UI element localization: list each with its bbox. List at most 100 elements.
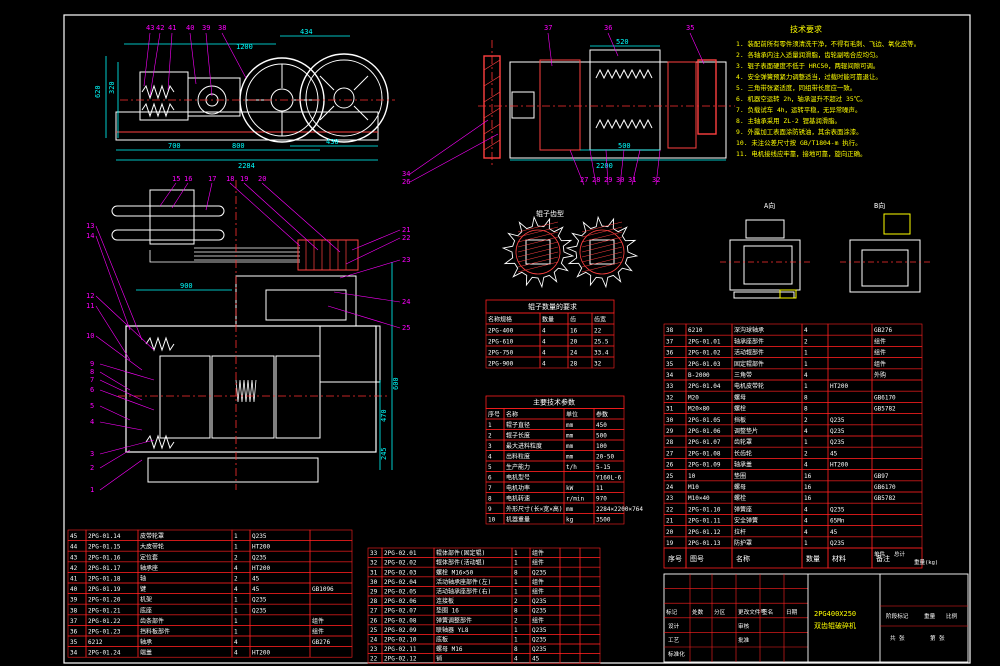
- table-cell-text: 100: [596, 443, 607, 450]
- part-balloon: 26: [402, 178, 410, 186]
- plan-roller-teeth: [235, 379, 257, 403]
- table-cell-text: 挡料板部件: [140, 628, 170, 636]
- table-cell-text: 7: [488, 485, 492, 492]
- table-cell-text: 组件: [532, 549, 544, 557]
- side-teeth-bottom: [595, 118, 653, 130]
- bom-cell-text: 6210: [688, 327, 703, 334]
- gear-teeth: [565, 215, 639, 289]
- part-balloon: 40: [186, 24, 194, 32]
- front-dim-1200: 1200: [236, 43, 253, 51]
- part-balloon: 22: [402, 234, 410, 242]
- table-cell-text: 45: [532, 656, 540, 663]
- table-cell-text: 名称规格: [488, 316, 512, 324]
- part-balloon: 18: [226, 175, 234, 183]
- table-cell-text: 组件: [532, 588, 544, 596]
- part-balloon: 28: [592, 176, 600, 184]
- table-cell-text: 2PG-01.14: [88, 533, 121, 540]
- bom-cell-text: M10×40: [688, 495, 710, 502]
- leader-line: [607, 32, 619, 57]
- leader-line: [333, 291, 401, 303]
- tech-note-line: 6. 机器空运转 2h，轴承温升不超过 35℃。: [736, 94, 867, 103]
- table-cell-text: 22: [370, 656, 378, 663]
- part-balloon: 1: [90, 486, 94, 494]
- bom-cell-text: 4: [804, 428, 808, 435]
- table-cell: [579, 653, 601, 664]
- tech-note-line: 5. 三角带张紧适度，同组带长度应一致。: [736, 83, 856, 92]
- bom-cell-text: 16: [804, 495, 812, 502]
- table-cell-text: kg: [566, 517, 574, 524]
- part-balloon: 36: [604, 24, 612, 32]
- table-cell-text: 33: [370, 550, 378, 557]
- table-cell-text: 4: [542, 361, 546, 368]
- table-cell-text: 3: [488, 443, 492, 450]
- table-cell-text: Q235: [532, 608, 547, 615]
- part-balloon: 24: [402, 298, 410, 306]
- bom-header-extra: 总计: [894, 550, 906, 558]
- bom-header-text: 备注: [876, 554, 890, 563]
- table-cell-text: 2PG-750: [488, 350, 514, 357]
- leader-line: [95, 335, 143, 371]
- title-label: 设计: [668, 622, 680, 630]
- table-cell-text: 垫圈 16: [436, 607, 459, 615]
- part-balloon: 37: [544, 24, 552, 32]
- bom-header-text: 名称: [736, 554, 750, 563]
- bom-cell-text: 31: [666, 406, 674, 413]
- bom-cell-text: 32: [666, 394, 674, 401]
- table-cell: [593, 513, 625, 525]
- table-cell-text: 单位: [566, 411, 578, 419]
- table-cell-text: 41: [70, 576, 78, 583]
- table-cell-text: 2PG-01.17: [88, 565, 121, 572]
- bom-cell-text: 29: [666, 428, 674, 435]
- table-cell-text: 28: [370, 598, 378, 605]
- table-cell-text: 1: [514, 560, 518, 567]
- bom-cell-text: 27: [666, 450, 674, 457]
- table-cell-text: 22: [594, 328, 602, 335]
- table-cell-text: 450: [596, 422, 607, 429]
- table-cell-text: 4: [542, 339, 546, 346]
- table-title: 主要技术参数: [533, 398, 575, 407]
- leader-line: [619, 149, 625, 186]
- table-cell-text: 2PG-02.01: [384, 550, 417, 557]
- bom-cell-text: 24: [666, 484, 674, 491]
- front-dim-434: 434: [300, 28, 313, 36]
- gear-bore: [525, 239, 551, 265]
- table-cell-text: 2PG-01.18: [88, 576, 121, 583]
- title-right-label: 重量: [924, 612, 936, 620]
- table-cell-text: mm: [566, 506, 574, 513]
- table-cell-text: 外形尺寸(长×宽×高): [506, 505, 562, 513]
- table-cell-text: 联轴器 YL8: [436, 626, 469, 634]
- tech-note-line: 9. 外露加工表面涂防锈油，其余表面涂漆。: [736, 127, 863, 136]
- table-cell-text: 42: [70, 565, 78, 572]
- leader-line: [189, 32, 197, 85]
- table-cell-text: 生产能力: [506, 463, 530, 471]
- small-a-top: [745, 219, 785, 239]
- table-cell-text: 20-50: [596, 454, 614, 461]
- front-pulley-2-hub: [333, 87, 355, 109]
- drawing-title: 双齿辊破碎机: [814, 621, 856, 630]
- plan-roller-1: [159, 355, 211, 439]
- bom-cell-text: M20×80: [688, 406, 710, 413]
- title-block: 标记处数分区更改文件号签名日期设计审核工艺批准标准化2PG400X250双齿辊破…: [663, 573, 969, 663]
- table-cell-text: 33.4: [594, 350, 609, 357]
- bom-cell-text: 螺栓: [734, 494, 746, 502]
- bom-cell-text: 38: [666, 327, 674, 334]
- table-cell-text: 2PG-01.16: [88, 554, 121, 561]
- front-dim-700: 700: [168, 142, 181, 150]
- table-cell-text: 2PG-01.20: [88, 597, 121, 604]
- table-cell-text: 底板: [436, 636, 448, 644]
- part-balloon: 30: [616, 176, 624, 184]
- table-cell-text: 机架: [140, 596, 152, 604]
- bom-cell-text: 26: [666, 462, 674, 469]
- title-label: 标准化: [668, 650, 685, 658]
- title-label: 工艺: [668, 637, 680, 644]
- front-pulley-2-spokes: [319, 75, 369, 121]
- plan-base-foot: [147, 457, 319, 483]
- bom-cell-text: 1: [804, 383, 808, 390]
- bom-cell-text: 1: [804, 361, 808, 368]
- table-cell-text: 齿宽: [594, 316, 606, 324]
- bom-cell-text: HT200: [830, 383, 848, 390]
- table-cell-text: 2284×2200×764: [596, 506, 643, 513]
- table-cell-text: 20: [570, 339, 578, 346]
